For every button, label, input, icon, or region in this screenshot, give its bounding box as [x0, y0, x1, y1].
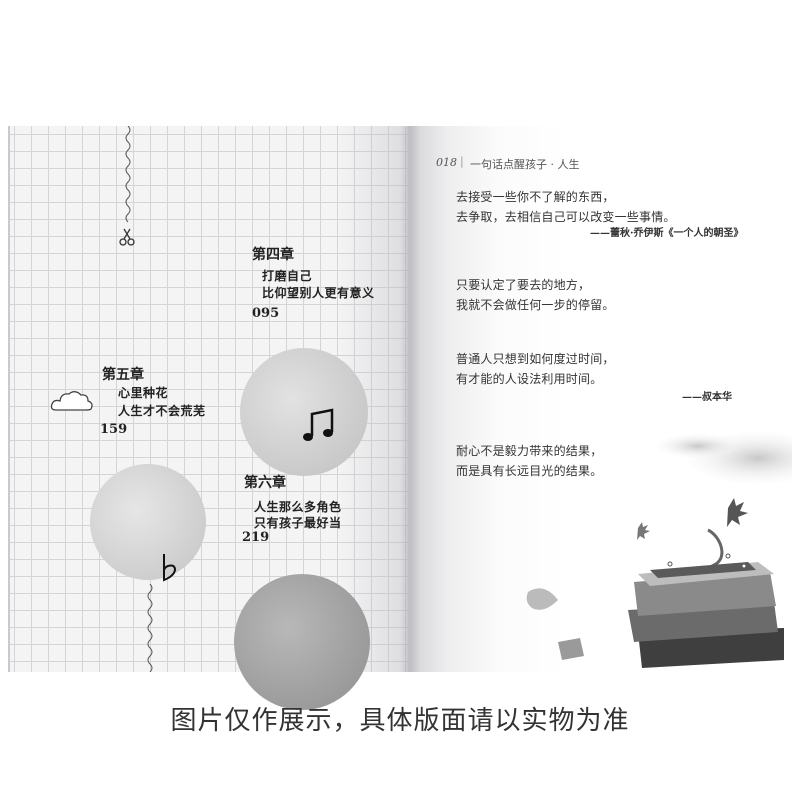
quote-1-line-1: 去接受一些你不了解的东西， — [456, 190, 615, 204]
header-divider: | — [460, 155, 464, 168]
chapter-6-page: 219 — [242, 530, 270, 545]
chapter-4-line1: 打磨自己 — [262, 269, 313, 283]
dashed-line-top-icon — [125, 126, 131, 223]
chapter-5-title: 第五章 — [102, 367, 144, 383]
chapter-6-line2: 只有孩子最好当 — [254, 516, 342, 530]
chapter-5-line1: 心里种花 — [118, 386, 169, 400]
books-illustration — [526, 432, 792, 668]
chapter-5-circle — [90, 464, 206, 580]
music-note-icon — [303, 408, 334, 441]
quote-1-line-2: 去争取，去相信自己可以改变一些事情。 — [456, 210, 676, 224]
quote-3-line-1: 普通人只想到如何度过时间， — [456, 352, 615, 366]
chapter-5-page: 159 — [100, 422, 128, 437]
scissors-icon — [119, 228, 135, 246]
chapter-6-circle — [234, 574, 370, 710]
chapter-5-line2: 人生才不会荒芜 — [118, 404, 206, 418]
spine-shadow — [400, 126, 420, 672]
flat-symbol-icon — [163, 554, 177, 582]
chapter-4-circle — [240, 348, 368, 476]
right-page: 018 | 一句话点醒孩子 · 人生 去接受一些你不了解的东西， 去争取，去相信… — [408, 126, 792, 672]
dashed-line-bottom-icon — [147, 584, 153, 672]
quote-4-line-1: 耐心不是毅力带来的结果， — [456, 444, 603, 458]
chapter-4-page: 095 — [252, 306, 280, 321]
chapter-4-line2: 比仰望别人更有意义 — [262, 286, 375, 300]
book-title-header: 一句话点醒孩子 · 人生 — [470, 158, 580, 171]
chapter-4-title: 第四章 — [252, 247, 294, 263]
quote-3-line-2: 有才能的人设法利用时间。 — [456, 372, 603, 386]
chapter-6-line1: 人生那么多角色 — [254, 500, 342, 514]
left-page: 第四章 打磨自己 比仰望别人更有意义 095 第五章 心里种花 人生才不会荒芜 … — [8, 126, 408, 710]
quote-2-line-1: 只要认定了要去的地方， — [456, 278, 591, 292]
quote-2-line-2: 我就不会做任何一步的停留。 — [456, 298, 615, 312]
quote-3-attribution: ——叔本华 — [682, 392, 732, 403]
book-spread: 第四章 打磨自己 比仰望别人更有意义 095 第五章 心里种花 人生才不会荒芜 … — [8, 126, 792, 710]
disclaimer-caption: 图片仅作展示，具体版面请以实物为准 — [170, 706, 630, 736]
quote-4-line-2: 而是具有长远目光的结果。 — [456, 464, 603, 478]
chapter-6-title: 第六章 — [244, 475, 286, 491]
cloud-icon — [50, 391, 93, 411]
page-number: 018 — [436, 156, 457, 169]
quote-1-attribution: ——蕾秋·乔伊斯《一个人的朝圣》 — [590, 228, 744, 239]
